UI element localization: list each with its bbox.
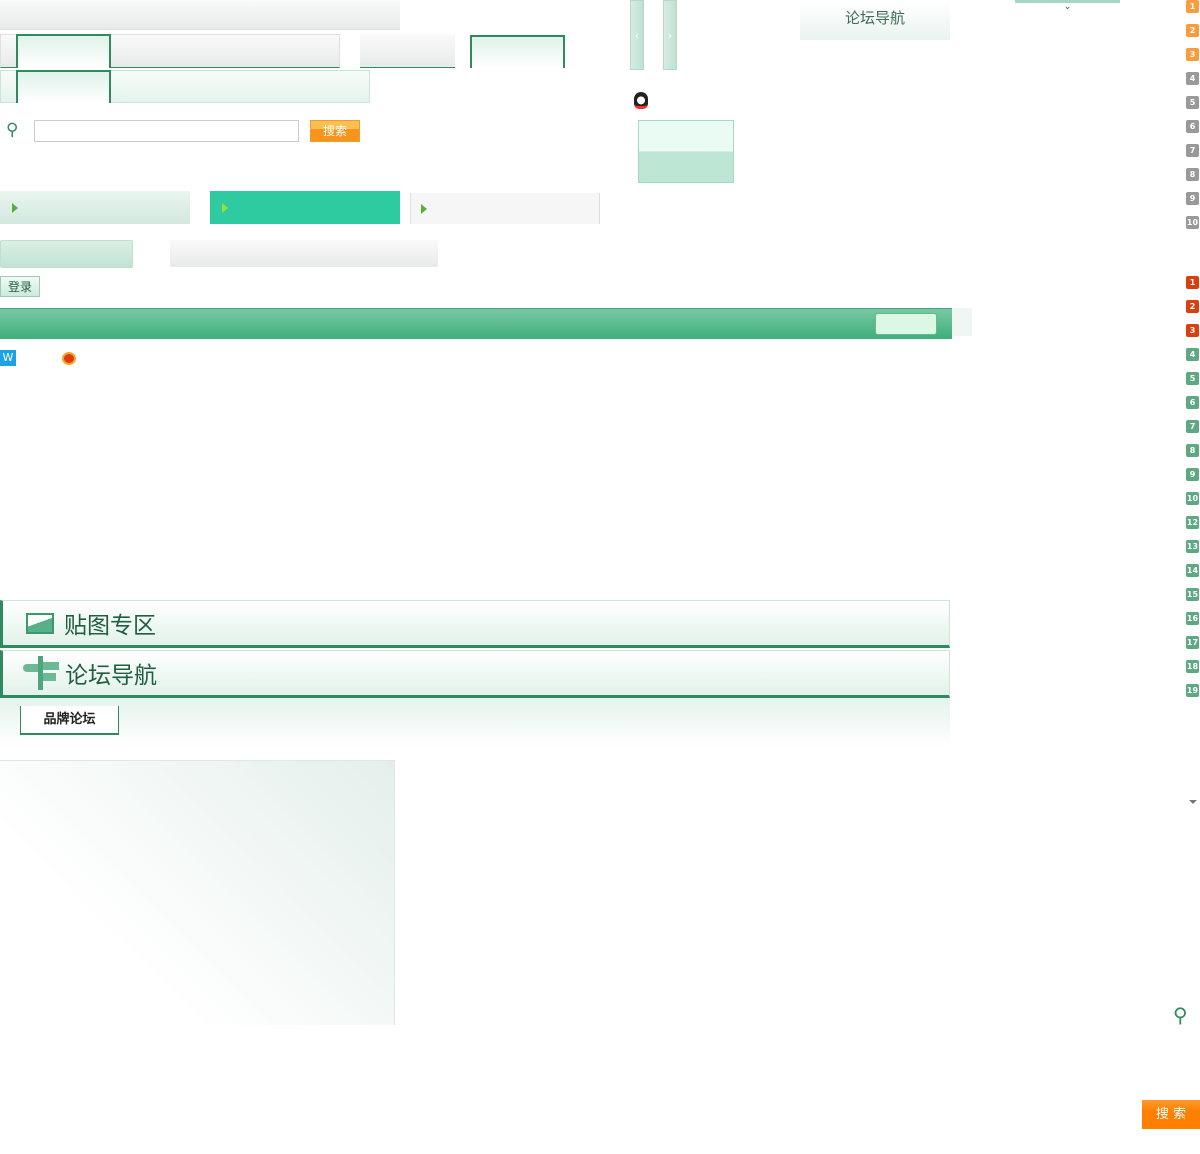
rank-red-badge[interactable]: 4 xyxy=(1186,348,1199,361)
rank-red-badge[interactable]: 15 xyxy=(1186,588,1199,601)
section-header-forum-nav[interactable]: 论坛导航 xyxy=(0,650,950,698)
play-arrow-icon xyxy=(222,202,228,213)
rank-red-badge[interactable]: 19 xyxy=(1186,684,1199,697)
rank-red-badge[interactable]: 10 xyxy=(1186,492,1199,505)
rank-orange-badge[interactable]: 2 xyxy=(1186,24,1199,37)
signpost-icon xyxy=(23,656,59,690)
green-header-bar xyxy=(0,308,952,339)
rank-red-badge[interactable]: 8 xyxy=(1186,444,1199,457)
rank-red-badge[interactable]: 12 xyxy=(1186,516,1199,529)
tab-inactive[interactable] xyxy=(360,34,455,68)
popup-tooltip xyxy=(638,120,734,183)
scroll-left-button[interactable]: ‹ xyxy=(630,0,644,70)
rank-orange-badge[interactable]: 1 xyxy=(1186,0,1199,13)
dropdown-arrow-icon[interactable] xyxy=(1189,800,1197,804)
chevron-down-icon[interactable]: ⌄ xyxy=(1015,0,1120,12)
tab-active[interactable] xyxy=(16,34,111,68)
button-bg-mint[interactable] xyxy=(0,240,133,268)
rank-red-badge[interactable]: 9 xyxy=(1186,468,1199,481)
header-bar-end xyxy=(952,308,972,336)
qq-penguin-icon xyxy=(634,92,648,109)
picture-icon xyxy=(26,612,54,634)
search-icon-small[interactable]: ⚲ xyxy=(1173,1003,1188,1027)
nav-title-box: 论坛导航 xyxy=(800,0,950,40)
rank-red-badge[interactable]: 13 xyxy=(1186,540,1199,553)
header-bar-button[interactable] xyxy=(875,313,937,335)
rank-orange-badge[interactable]: 4 xyxy=(1186,72,1199,85)
gradient-panel-bg xyxy=(0,760,395,1025)
input-bg-gray xyxy=(170,240,438,267)
menu-item-hover[interactable] xyxy=(410,193,600,224)
tencent-weibo-icon[interactable]: W xyxy=(0,350,16,366)
play-arrow-icon xyxy=(12,202,18,213)
rank-orange-badge[interactable]: 3 xyxy=(1186,48,1199,61)
scroll-right-button[interactable]: › xyxy=(663,0,677,70)
top-bar-bg xyxy=(0,0,400,30)
rank-red-badge[interactable]: 3 xyxy=(1186,324,1199,337)
rank-red-badge[interactable]: 6 xyxy=(1186,396,1199,409)
sina-weibo-icon[interactable] xyxy=(62,352,76,365)
play-arrow-icon xyxy=(421,203,427,214)
section-header-pictures[interactable]: 贴图专区 xyxy=(0,600,950,648)
search-icon: ⚲ xyxy=(6,120,19,140)
menu-item-active[interactable] xyxy=(210,191,400,224)
menu-item-normal[interactable] xyxy=(0,191,190,224)
login-button[interactable]: 登录 xyxy=(0,276,40,297)
section-title: 贴图专区 xyxy=(64,613,156,639)
rank-red-badge[interactable]: 7 xyxy=(1186,420,1199,433)
rank-red-badge[interactable]: 18 xyxy=(1186,660,1199,673)
rank-red-badge[interactable]: 17 xyxy=(1186,636,1199,649)
rank-red-badge[interactable]: 5 xyxy=(1186,372,1199,385)
search-button-large[interactable]: 搜 索 xyxy=(1142,1100,1200,1129)
rank-orange-badge[interactable]: 10 xyxy=(1186,216,1199,229)
rank-orange-badge[interactable]: 5 xyxy=(1186,96,1199,109)
rank-red-badge[interactable]: 16 xyxy=(1186,612,1199,625)
section-title: 论坛导航 xyxy=(65,663,157,689)
brand-tab-area xyxy=(0,698,950,748)
tab-active-alt[interactable] xyxy=(470,35,565,68)
rank-red-badge[interactable]: 2 xyxy=(1186,300,1199,313)
rank-red-badge[interactable]: 1 xyxy=(1186,276,1199,289)
search-input[interactable] xyxy=(34,120,299,142)
rank-red-badge[interactable]: 14 xyxy=(1186,564,1199,577)
search-button[interactable]: 搜索 xyxy=(310,120,360,142)
rank-orange-badge[interactable]: 7 xyxy=(1186,144,1199,157)
subtab-active[interactable] xyxy=(16,70,111,103)
rank-orange-badge[interactable]: 6 xyxy=(1186,120,1199,133)
tab-brand-forum[interactable]: 品牌论坛 xyxy=(20,706,119,735)
rank-orange-badge[interactable]: 8 xyxy=(1186,168,1199,181)
rank-orange-badge[interactable]: 9 xyxy=(1186,192,1199,205)
